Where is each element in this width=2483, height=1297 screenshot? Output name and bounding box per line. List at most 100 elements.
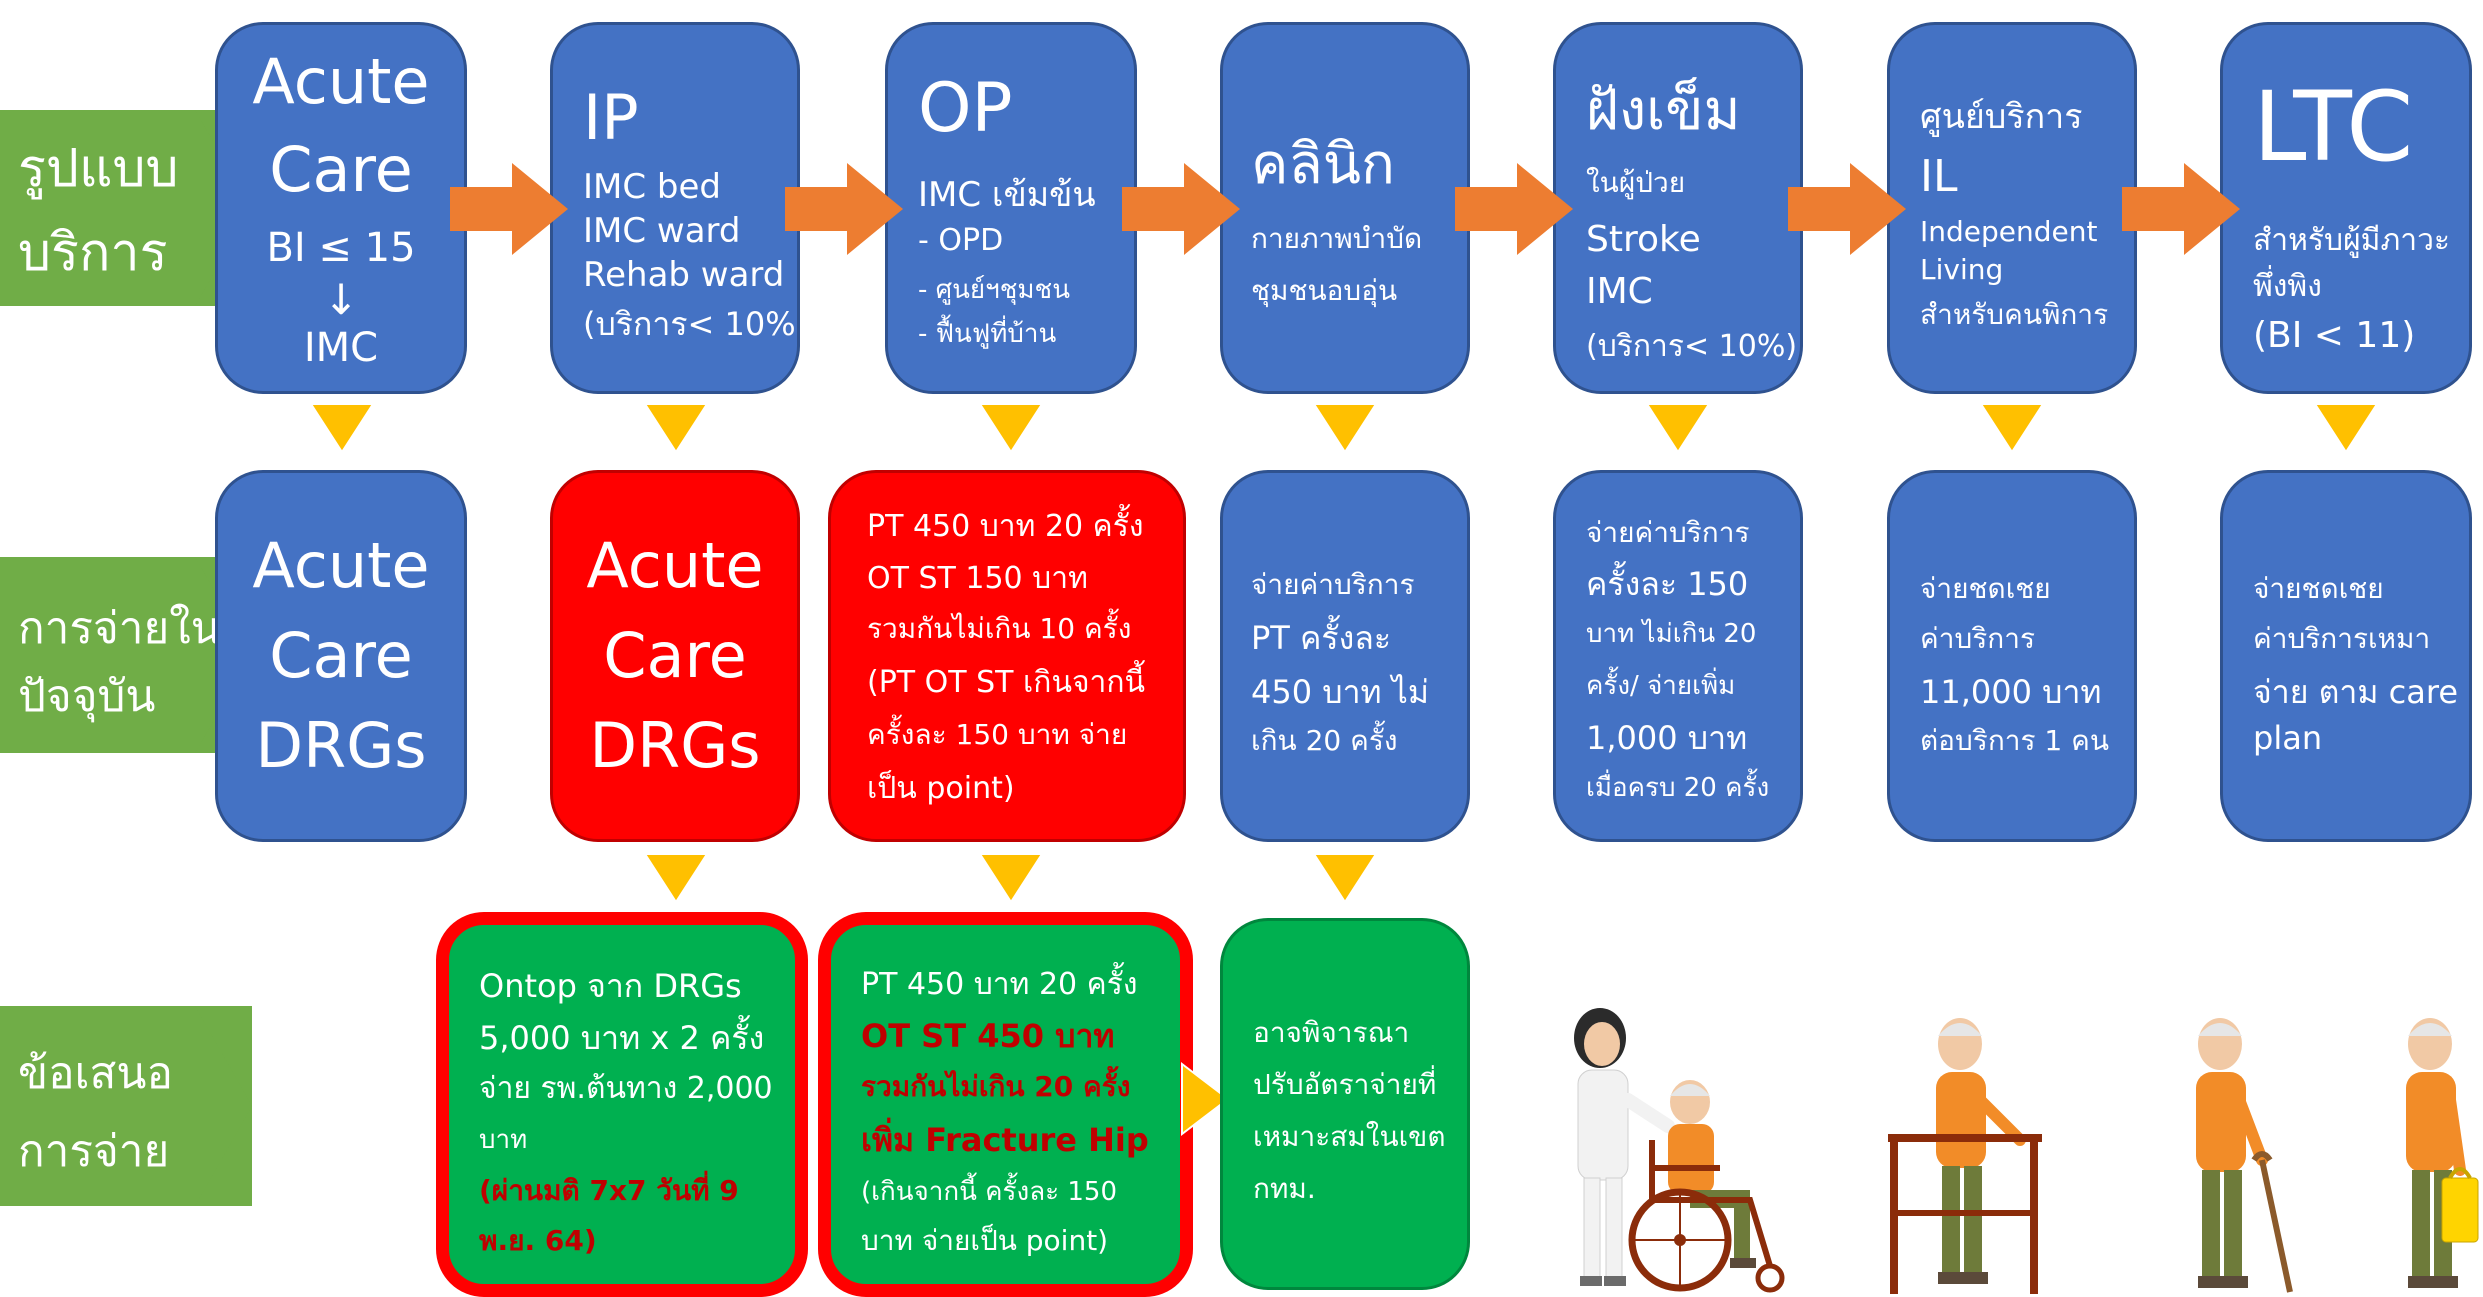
down-arrow-icon: ↓ <box>323 275 359 324</box>
row-label-service-model: รูปแบบ บริการ <box>0 110 252 306</box>
payment-line: plan <box>2253 719 2323 757</box>
row-label-line1: การจ่ายใน <box>18 603 221 654</box>
label-shape <box>0 110 252 306</box>
proposal-op: PT 450 บาท 20 ครั้ง OT ST 450 บาท รวมกัน… <box>818 912 1193 1297</box>
row-label-proposal: ข้อเสนอ การจ่าย <box>0 1006 252 1206</box>
payment-acupuncture: จ่ายค่าบริการ ครั้งละ 150 บาท ไม่เกิน 20… <box>1553 470 1803 842</box>
proposal-clinic: อาจพิจารณา ปรับอัตราจ่ายที่ เหมาะสมในเขต… <box>1220 918 1470 1290</box>
service-line: ในผู้ป่วย <box>1586 166 1686 199</box>
proposal-red-line: พ.ย. 64) <box>479 1224 597 1257</box>
proposal-red-line: รวมกันไม่เกิน 20 ครั้ง <box>861 1070 1131 1103</box>
payment-line: ครั้งละ 150 <box>1586 565 1749 603</box>
proposal-line: PT 450 บาท 20 ครั้ง <box>861 967 1138 1002</box>
payment-line: (PT OT ST เกินจากนี้ <box>867 665 1146 700</box>
yellow-right-arrow-icon <box>1181 1062 1230 1136</box>
payment-clinic: จ่ายค่าบริการ PT ครั้งละ 450 บาท ไม่ เกิ… <box>1220 470 1470 842</box>
nurse-wheelchair-illustration <box>1574 1008 1785 1293</box>
payment-line: ต่อบริการ 1 คน <box>1920 724 2110 757</box>
service-title: ฝังเข็ม <box>1586 78 1741 143</box>
proposal-line: 5,000 บาท x 2 ครั้ง <box>479 1019 765 1057</box>
payment-line: PT ครั้งละ <box>1251 619 1392 657</box>
orange-arrow-icon <box>785 163 903 255</box>
service-line: Stroke <box>1586 219 1701 260</box>
service-title: คลินิก <box>1251 132 1395 197</box>
orange-arrow-icon <box>2122 163 2240 255</box>
service-title2: Care <box>269 133 413 206</box>
service-line: - ศูนย์ฯชุมชน <box>918 275 1070 305</box>
service-op: OP IMC เข้มข้น - OPD - ศูนย์ฯชุมชน - ฟื้… <box>885 22 1137 394</box>
service-line: (บริการ< 10%) <box>1586 329 1798 364</box>
proposal-line: อาจพิจารณา <box>1253 1016 1410 1049</box>
payment-line: จ่ายค่าบริการ <box>1586 516 1750 549</box>
payment-line: จ่าย ตาม care <box>2253 673 2458 711</box>
payment-ltc: จ่ายชดเชย ค่าบริการเหมา จ่าย ตาม care pl… <box>2220 470 2472 842</box>
payment-line: Acute <box>252 529 430 602</box>
payment-line: รวมกันไม่เกิน 10 ครั้ง <box>867 612 1132 645</box>
payment-line: ครั้งละ 150 บาท จ่าย <box>867 718 1128 751</box>
yellow-triangle-icon <box>978 403 1044 454</box>
proposal-line: บาท จ่ายเป็น point) <box>861 1224 1109 1257</box>
proposal-red-line: OT ST 450 บาท <box>861 1017 1115 1055</box>
service-line: Independent <box>1920 215 2098 248</box>
service-ip: IP IMC bed IMC ward Rehab ward (บริการ< … <box>550 22 800 394</box>
payment-line: เป็น point) <box>867 771 1015 806</box>
orange-arrow-icon <box>450 163 568 255</box>
service-line: IMC <box>303 325 379 371</box>
proposal-line: กทม. <box>1253 1172 1316 1205</box>
row-label-line2: ปัจจุบัน <box>18 671 156 722</box>
row-label-line2: การจ่าย <box>18 1126 170 1177</box>
service-line: IMC ward <box>583 211 741 251</box>
payment-line: เกิน 20 ครั้ง <box>1251 724 1398 757</box>
yellow-triangle-icon <box>1979 403 2045 454</box>
yellow-triangle-icon <box>1312 403 1378 454</box>
yellow-triangle-icon <box>643 403 709 454</box>
service-line: (BI < 11) <box>2253 315 2416 356</box>
service-title2: IL <box>1920 151 1958 202</box>
payment-line: DRGs <box>589 709 761 782</box>
payment-line: Care <box>603 619 747 692</box>
proposal-line: (เกินจากนี้ ครั้งละ 150 <box>861 1177 1118 1207</box>
service-title: ศูนย์บริการ <box>1920 97 2083 137</box>
payment-line: OT ST 150 บาท <box>867 561 1088 596</box>
proposal-red-line: เพิ่ม Fracture Hip <box>861 1121 1149 1159</box>
yellow-triangle-icon <box>643 853 709 904</box>
yellow-triangle-icon <box>1312 853 1378 904</box>
service-line: กายภาพบำบัด <box>1251 222 1423 255</box>
service-line: - ฟื้นฟูที่บ้าน <box>918 319 1057 349</box>
payment-line: จ่ายชดเชย <box>2253 572 2384 605</box>
yellow-triangle-icon <box>2313 403 2379 454</box>
proposal-line: บาท <box>479 1125 528 1155</box>
proposal-line: Ontop จาก DRGs <box>479 967 742 1005</box>
elderly-shopping-illustration <box>2406 1018 2479 1288</box>
service-acute-care: Acute Care BI ≤ 15 ↓ IMC <box>215 22 467 394</box>
yellow-triangle-icon <box>1645 403 1711 454</box>
row-label-line2: บริการ <box>18 223 168 283</box>
payment-line: 450 บาท ไม่ <box>1251 673 1429 711</box>
service-line: (บริการ< 10%) <box>583 305 800 343</box>
payment-il-center: จ่ายชดเชย ค่าบริการ 11,000 บาท ต่อบริการ… <box>1887 470 2137 842</box>
payment-line: เมื่อครบ 20 ครั้ง <box>1586 773 1770 803</box>
proposal-line: จ่าย รพ.ต้นทาง 2,000 <box>479 1071 773 1106</box>
service-line: IMC เข้มข้น <box>918 175 1096 215</box>
service-line: Rehab ward <box>583 255 785 295</box>
service-ltc: LTC สำหรับผู้มีภาวะ พึ่งพิง (BI < 11) <box>2220 22 2472 394</box>
proposal-red-line: (ผ่านมติ 7x7 วันที่ 9 <box>479 1174 739 1207</box>
payment-op: PT 450 บาท 20 ครั้ง OT ST 150 บาท รวมกัน… <box>828 470 1186 842</box>
orange-arrow-icon <box>1122 163 1240 255</box>
service-title: IP <box>583 81 639 154</box>
payment-line: PT 450 บาท 20 ครั้ง <box>867 509 1144 544</box>
row-label-current-payment: การจ่ายใน ปัจจุบัน <box>0 557 252 753</box>
orange-arrow-icon <box>1455 163 1573 255</box>
service-line: IMC bed <box>583 167 721 207</box>
proposal-line: ปรับอัตราจ่ายที่ <box>1253 1068 1437 1101</box>
row-label-line1: รูปแบบ <box>18 139 179 199</box>
service-line: BI ≤ 15 <box>266 225 416 271</box>
yellow-triangle-icon <box>978 853 1044 904</box>
label-shape <box>0 1006 252 1206</box>
service-title: OP <box>918 69 1013 148</box>
service-il-center: ศูนย์บริการ IL Independent Living สำหรับ… <box>1887 22 2137 394</box>
orange-arrow-icon <box>1788 163 1906 255</box>
service-line: Living <box>1920 253 2004 286</box>
service-acupuncture: ฝังเข็ม ในผู้ป่วย Stroke IMC (บริการ< 10… <box>1553 22 1803 394</box>
payment-ip-drgs: Acute Care DRGs <box>550 470 800 842</box>
